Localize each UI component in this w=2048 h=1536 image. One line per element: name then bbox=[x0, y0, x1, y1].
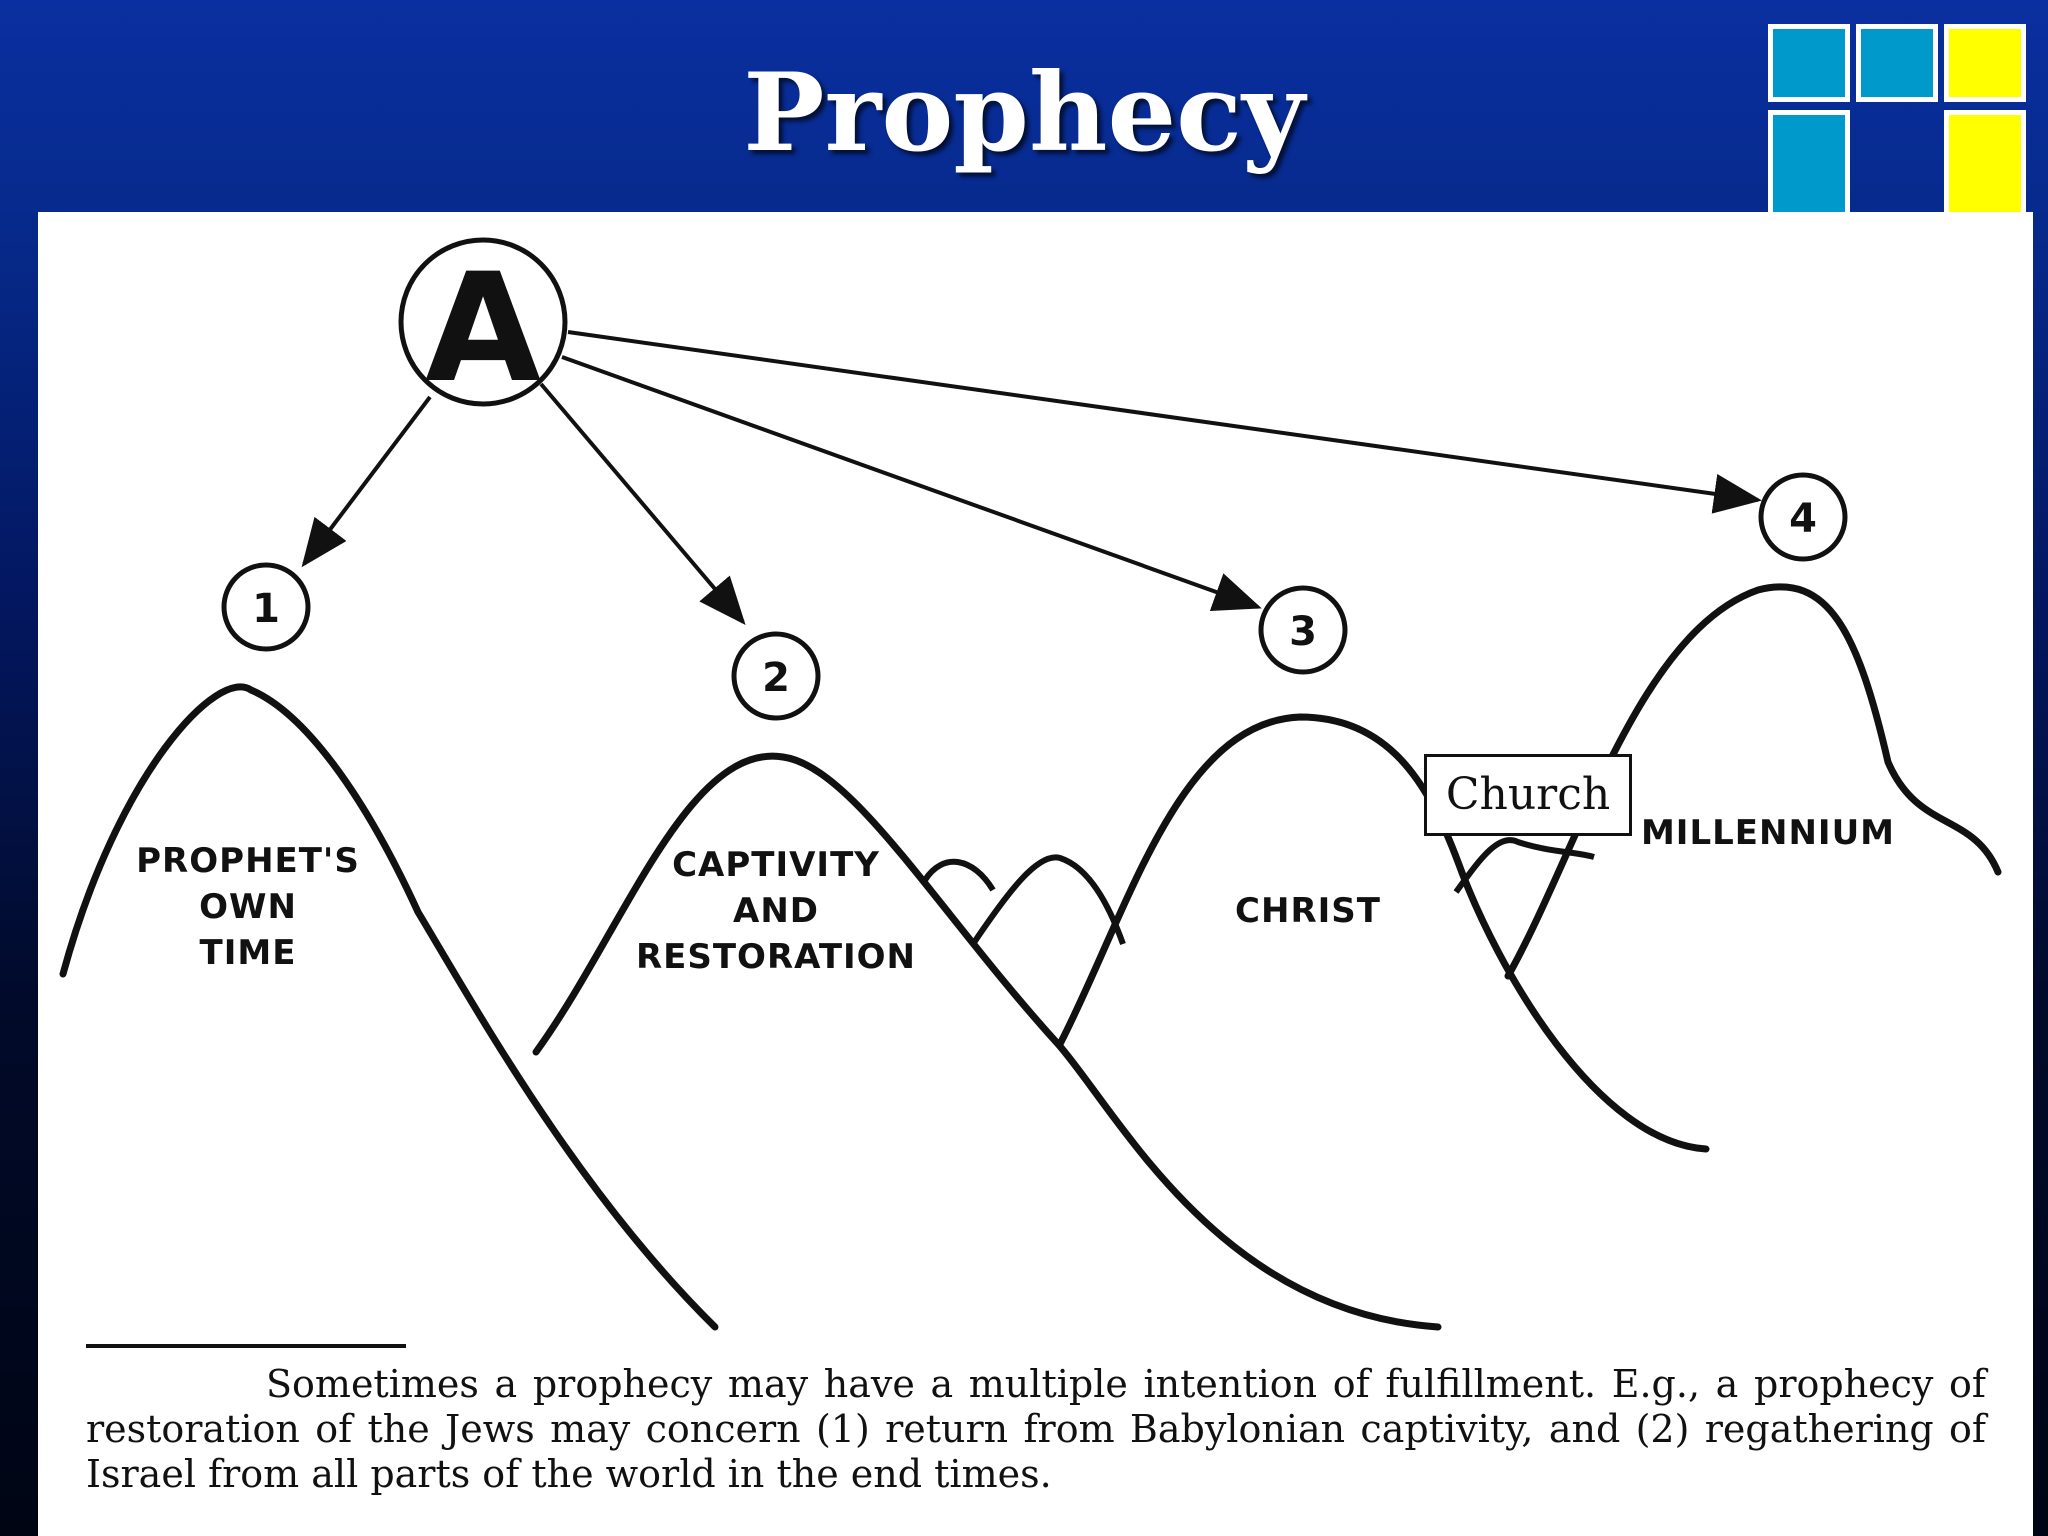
node-3-circle bbox=[1258, 585, 1348, 675]
label-line: CAPTIVITY bbox=[672, 845, 880, 885]
logo-squares bbox=[1768, 24, 2028, 228]
mountain-1 bbox=[59, 683, 719, 1331]
footnote-divider bbox=[86, 1344, 406, 1348]
footnote-text: Sometimes a prophecy may have a multiple… bbox=[86, 1362, 1986, 1496]
node-1-number: 1 bbox=[252, 586, 280, 632]
diagram-panel: A 1 2 3 4 PROPHET'S OWN TIME CAPTIVITY A… bbox=[38, 212, 2033, 1536]
mini-hill-c bbox=[1453, 837, 1595, 894]
node-4-circle bbox=[1758, 472, 1848, 562]
logo-square-cyan-1 bbox=[1768, 24, 1850, 102]
arrow-to-2 bbox=[539, 382, 746, 626]
mini-hill-b bbox=[970, 854, 1126, 946]
label-line: MILLENNIUM bbox=[1640, 813, 1896, 853]
arrow-to-3 bbox=[561, 355, 1262, 611]
mountain-3 bbox=[1056, 713, 1710, 1153]
church-callout: Church bbox=[1424, 754, 1632, 836]
logo-square-cyan-2 bbox=[1856, 24, 1938, 102]
arrow-to-4 bbox=[567, 330, 1762, 514]
logo-square-yellow-2 bbox=[1944, 110, 2026, 228]
label-line: OWN bbox=[199, 887, 297, 927]
label-millennium: MILLENNIUM bbox=[1638, 810, 1898, 856]
label-line: PROPHET'S bbox=[136, 841, 360, 881]
label-captivity-restoration: CAPTIVITY AND RESTORATION bbox=[626, 842, 926, 980]
label-line: AND bbox=[733, 891, 819, 931]
label-line: TIME bbox=[199, 933, 297, 973]
label-line: CHRIST bbox=[1235, 891, 1381, 931]
label-line: RESTORATION bbox=[635, 937, 917, 977]
node-2-number: 2 bbox=[762, 655, 790, 701]
node-2-circle bbox=[731, 631, 821, 721]
mountain-2 bbox=[532, 752, 1442, 1331]
logo-square-yellow-1 bbox=[1944, 24, 2026, 102]
label-prophets-own-time: PROPHET'S OWN TIME bbox=[128, 838, 368, 976]
node-4-number: 4 bbox=[1789, 496, 1817, 542]
slide-title: Prophecy bbox=[743, 50, 1305, 176]
node-a-circle bbox=[398, 237, 568, 407]
label-christ: CHRIST bbox=[1198, 888, 1418, 934]
node-3-number: 3 bbox=[1289, 609, 1317, 655]
arrow-to-1 bbox=[301, 395, 432, 568]
node-1-circle bbox=[221, 562, 311, 652]
mini-hill-a bbox=[922, 858, 996, 892]
logo-square-cyan-3 bbox=[1768, 110, 1850, 228]
node-a-letter: A bbox=[425, 242, 541, 416]
